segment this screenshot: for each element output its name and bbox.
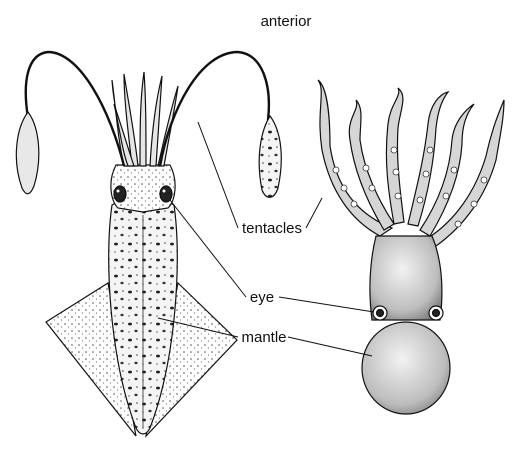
squid-club-left xyxy=(16,112,38,194)
leader-eye-squid xyxy=(170,200,246,297)
leader-tentacles-octopus xyxy=(306,198,322,228)
squid-club-right xyxy=(259,116,281,197)
leader-mantle-octopus xyxy=(288,337,372,356)
label-tentacles: tentacles xyxy=(242,220,302,237)
leader-eye-octopus xyxy=(279,297,374,312)
label-anterior: anterior xyxy=(261,13,312,30)
label-eye: eye xyxy=(250,289,274,306)
octopus-mantle xyxy=(362,322,450,414)
squid-eye-right xyxy=(160,186,172,202)
squid-arms xyxy=(112,72,178,166)
squid-eye-left xyxy=(114,186,126,202)
label-mantle: mantle xyxy=(241,329,286,346)
squid-illustration xyxy=(16,52,281,436)
octopus-arms xyxy=(318,80,504,246)
octopus-illustration xyxy=(318,80,504,414)
squid-tentacle-right xyxy=(160,52,269,166)
leader-tentacles-squid xyxy=(198,122,238,228)
squid-tentacle-left xyxy=(26,52,124,166)
